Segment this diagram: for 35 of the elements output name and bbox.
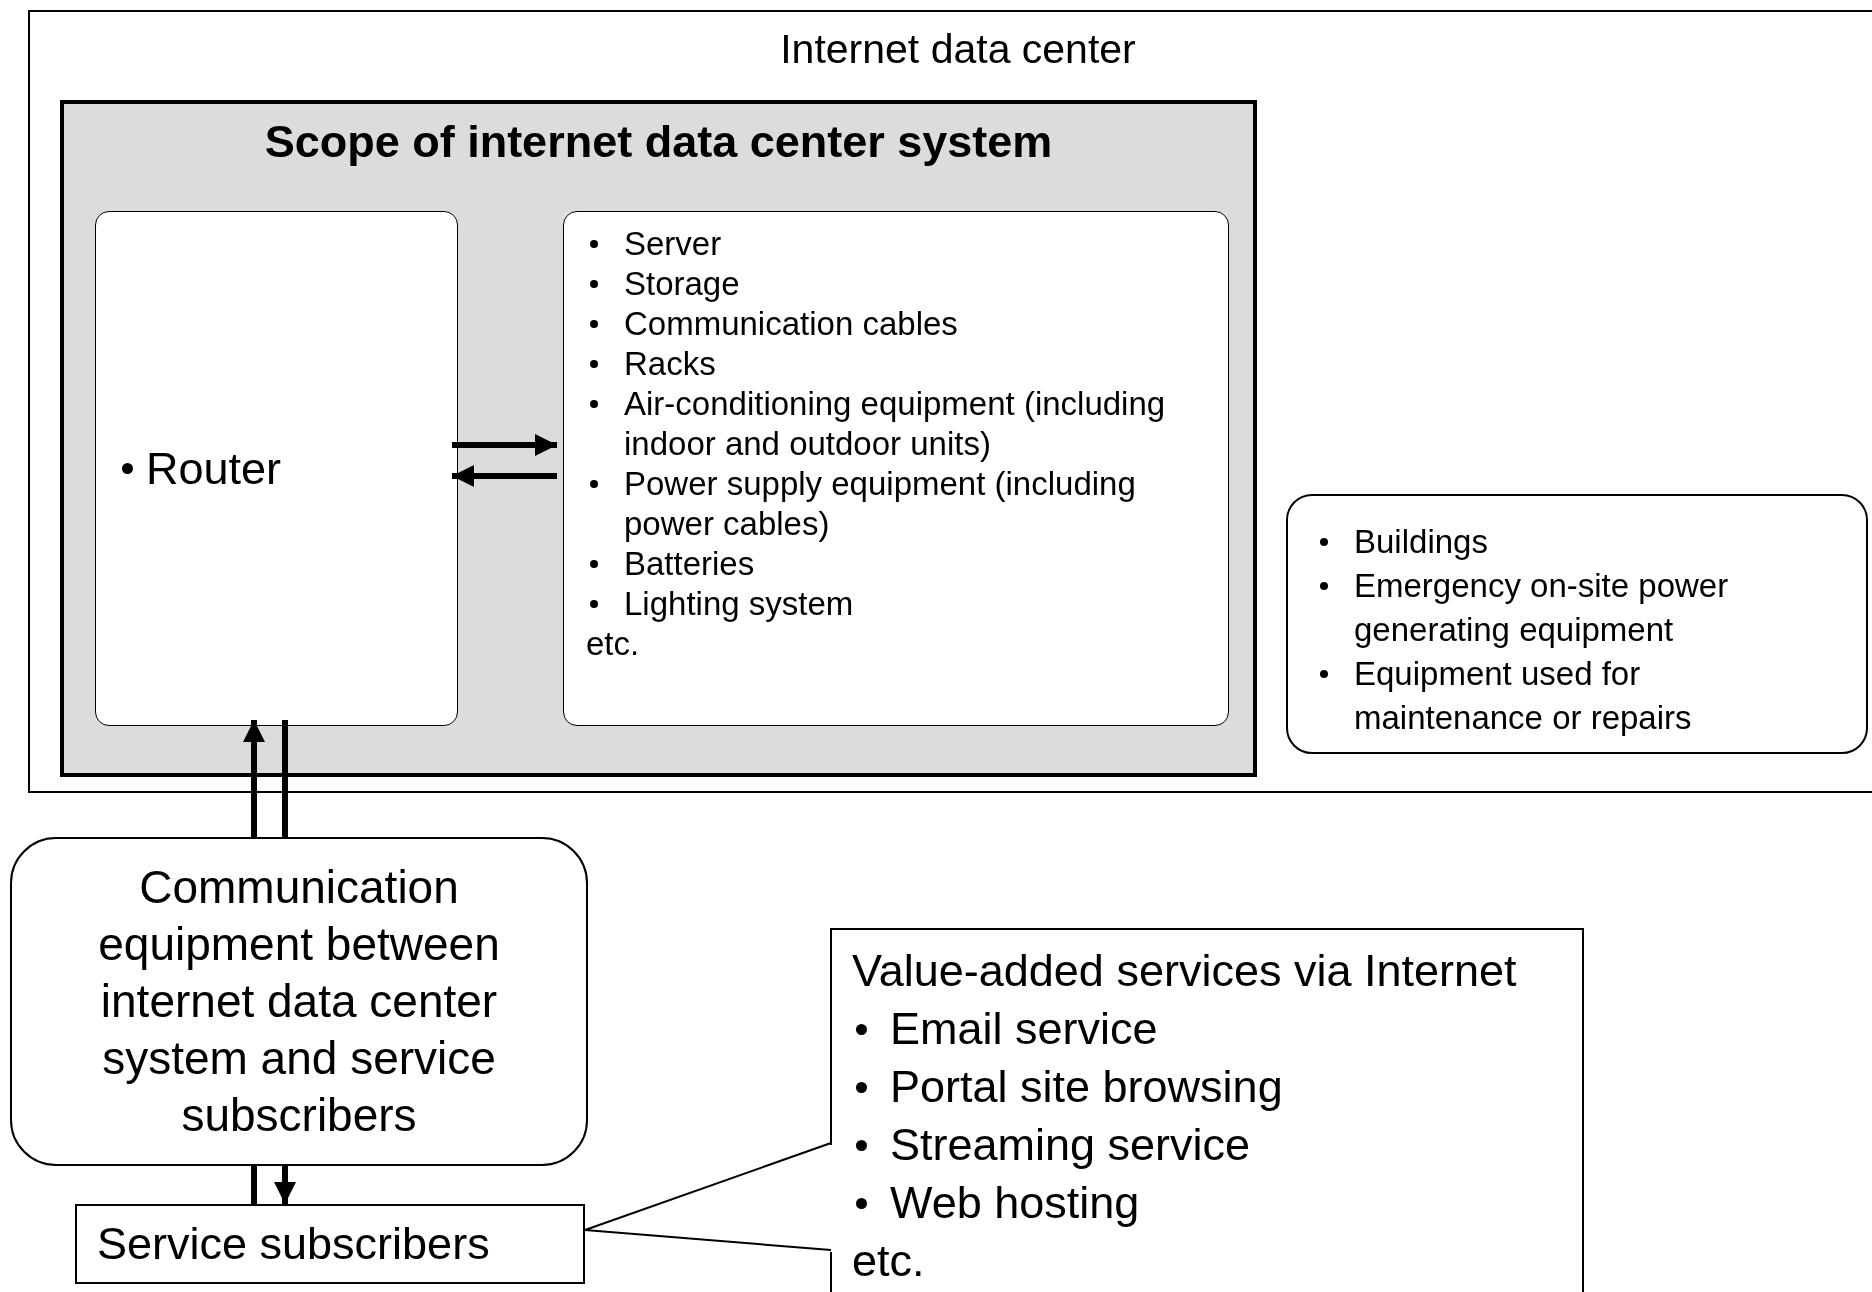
arrow <box>274 1166 296 1204</box>
list-item: Web hosting <box>890 1177 1140 1228</box>
list-item: Email service <box>890 1003 1158 1054</box>
list-item: Power supply equipment (including power cables) <box>624 465 1136 542</box>
equipment-box <box>95 211 458 726</box>
list-item: Lighting system <box>624 585 854 622</box>
subscriber-box <box>75 1204 585 1284</box>
list-item: Emergency on-site power generating equipment <box>1354 567 1729 648</box>
list-item: Router <box>146 442 282 494</box>
list-item: Storage <box>624 265 740 302</box>
equipment-list-box <box>563 211 1229 726</box>
list-item: Air-conditioning equipment (including indoor and outdoor units) <box>624 385 1166 462</box>
communication-box <box>10 837 588 1166</box>
callout-tail <box>584 1142 832 1251</box>
box-heading: Internet data center <box>780 26 1136 72</box>
box-label: etc. <box>852 1235 925 1286</box>
facility-list-box <box>1286 494 1868 754</box>
list-item: Streaming service <box>890 1119 1251 1170</box>
list-item: Equipment used for maintenance or repairs <box>1354 655 1692 736</box>
box-label: Service subscribers <box>97 1218 490 1269</box>
arrow <box>452 434 557 456</box>
list-item: Batteries <box>624 545 755 582</box>
box-label: etc. <box>586 625 640 662</box>
arrow <box>243 720 265 837</box>
list-item: Racks <box>624 345 716 382</box>
arrow <box>452 465 557 487</box>
list-item: Server <box>624 225 722 262</box>
list-item: Communication cables <box>624 305 958 342</box>
list-item: Portal site browsing <box>890 1061 1283 1112</box>
box-heading: Scope of internet data center system <box>264 116 1053 167</box>
callout-heading: Value-added services via Internet <box>852 945 1517 996</box>
list-item: Buildings <box>1354 523 1488 560</box>
box-label: Communication equipment between internet data center system and service subscribers <box>98 861 500 1141</box>
facility-box <box>28 10 1872 793</box>
system-scope-box <box>60 100 1257 777</box>
